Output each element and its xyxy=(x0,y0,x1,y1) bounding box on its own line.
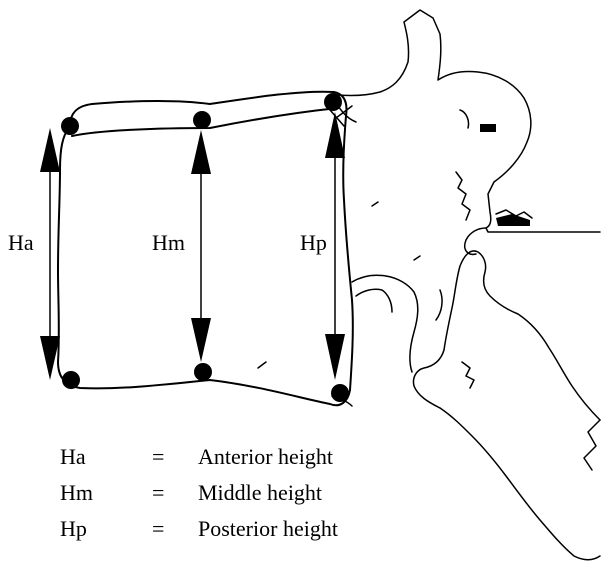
hp-label: Hp xyxy=(300,230,327,255)
anterior-superior-point xyxy=(61,117,79,135)
legend-desc-3: Posterior height xyxy=(198,516,338,541)
posterior-superior-point xyxy=(324,93,342,111)
ha-arrow-head-top xyxy=(40,128,60,172)
hp-arrow-head-bottom xyxy=(325,334,345,380)
legend-eq-1: = xyxy=(152,444,164,469)
hm-arrow-head-bottom xyxy=(191,318,211,362)
posterior-element-lower xyxy=(413,251,600,420)
ha-arrow xyxy=(40,128,60,380)
process-texture-7 xyxy=(414,256,420,260)
ha-label: Ha xyxy=(8,230,34,255)
process-mark-1 xyxy=(480,124,496,132)
ha-arrow-head-bottom xyxy=(40,336,60,380)
hm-label: Hm xyxy=(152,230,185,255)
legend-abbr-1: Ha xyxy=(60,444,86,469)
pedicle-outline xyxy=(352,275,418,372)
hm-arrow-head-top xyxy=(191,130,211,174)
process-texture-1 xyxy=(456,172,470,220)
legend-eq-2: = xyxy=(152,480,164,505)
inferior-process-outline xyxy=(440,408,600,560)
hm-arrow xyxy=(191,130,211,362)
middle-superior-point xyxy=(193,111,211,129)
posterior-inferior-point xyxy=(331,384,349,402)
process-texture-4 xyxy=(436,290,442,320)
legend-abbr-3: Hp xyxy=(60,516,87,541)
legend-abbr-2: Hm xyxy=(60,480,93,505)
process-texture-6 xyxy=(372,202,378,206)
legend-desc-2: Middle height xyxy=(198,480,322,505)
process-mark-2 xyxy=(496,214,530,226)
legend: Ha = Anterior height Hm = Middle height … xyxy=(60,444,338,541)
hp-arrow xyxy=(325,112,345,380)
middle-inferior-point xyxy=(194,363,212,381)
process-texture-8 xyxy=(258,362,266,368)
legend-eq-3: = xyxy=(152,516,164,541)
legend-desc-1: Anterior height xyxy=(198,444,333,469)
hp-arrow-head-top xyxy=(325,112,345,158)
pedicle-inner xyxy=(356,289,392,312)
posterior-ridge xyxy=(584,420,600,470)
process-texture-2 xyxy=(462,362,474,388)
anterior-inferior-point xyxy=(62,371,80,389)
process-texture-5 xyxy=(460,110,469,128)
